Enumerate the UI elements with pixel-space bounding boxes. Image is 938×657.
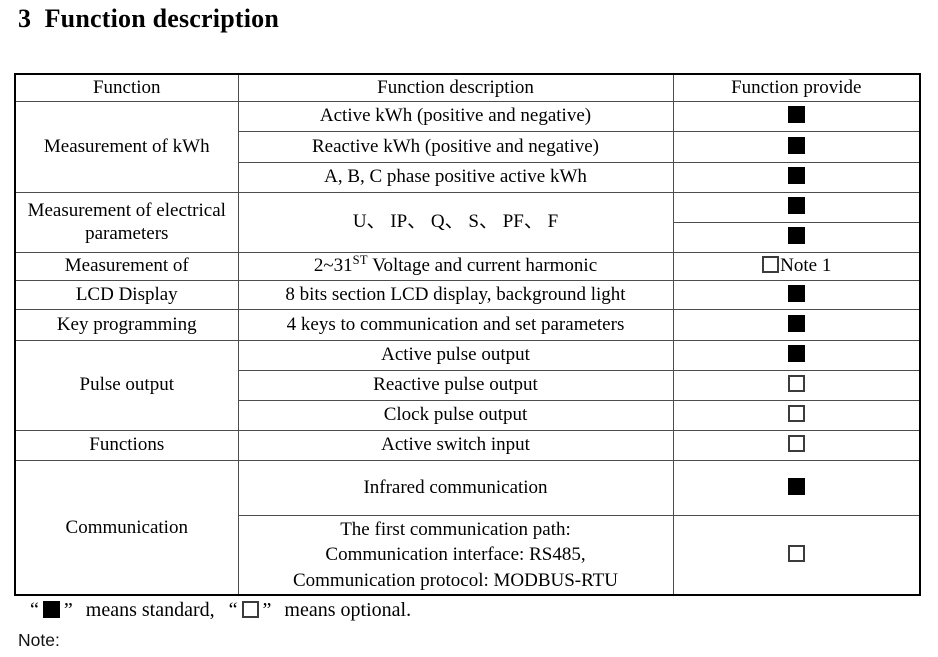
table-row: Clock pulse output — [15, 399, 921, 431]
table-row: Measurement of kWh Active kWh (positive … — [14, 100, 921, 193]
table-row: Reactive kWh (positive and negative) — [15, 130, 921, 163]
description-line: Communication protocol: MODBUS-RTU — [292, 569, 618, 591]
provide-cell — [672, 279, 921, 310]
provide-mark-icon — [787, 227, 805, 245]
provide-mark-icon — [787, 197, 805, 215]
provide-cell — [672, 514, 921, 596]
table-row: A, B, C phase positive active kWh — [15, 161, 921, 193]
provide-cell — [672, 339, 921, 371]
description-cell: 2~31ST Voltage and current harmonic — [237, 251, 674, 281]
provide-mark-icon — [787, 435, 805, 453]
description-cell: Reactive kWh (positive and negative) — [237, 130, 674, 163]
provide-mark-icon — [787, 106, 805, 124]
provide-cell — [672, 459, 921, 516]
table-row: Functions Active switch input — [14, 429, 921, 461]
function-cell: LCD Display — [14, 279, 239, 310]
table-row: Reactive pulse output — [15, 369, 921, 401]
table-row: The first communication path: Communicat… — [15, 514, 921, 596]
open-quote: “ — [228, 599, 238, 621]
function-cell: Pulse output — [14, 339, 239, 431]
description-cell: Active switch input — [237, 429, 674, 461]
description-cell: Reactive pulse output — [237, 369, 674, 401]
provide-cell — [672, 161, 921, 193]
description-text: Voltage and current harmonic — [367, 255, 598, 277]
provide-cell — [672, 429, 921, 461]
note-label: Note: — [18, 630, 60, 650]
table-row: LCD Display 8 bits section LCD display, … — [14, 279, 921, 310]
table-row: Pulse output Active pulse output — [14, 339, 921, 431]
description-cell: Active pulse output — [237, 339, 674, 371]
column-header-provide: Function provide — [672, 73, 921, 102]
provide-mark-icon — [787, 136, 805, 154]
superscript-text: ST — [352, 253, 368, 268]
provide-cell — [672, 369, 921, 401]
function-cell: Measurement of — [14, 251, 239, 281]
provide-cell — [672, 130, 921, 163]
provide-cell — [672, 191, 921, 223]
empty-square-icon — [241, 601, 259, 618]
provide-mark-icon — [762, 256, 780, 274]
provide-cell — [672, 308, 921, 341]
close-quote: ” — [63, 599, 73, 621]
table-row: Communication Infrared communication — [14, 459, 921, 596]
column-header-function: Function — [14, 73, 239, 102]
provide-mark-icon — [787, 545, 805, 563]
provide-cell — [672, 221, 921, 253]
description-cell: Active kWh (positive and negative) — [237, 100, 674, 132]
description-cell: 8 bits section LCD display, background l… — [237, 279, 674, 310]
function-cell: Measurement of kWh — [14, 100, 239, 193]
close-quote: ” — [262, 599, 272, 621]
description-cell: A, B, C phase positive active kWh — [237, 161, 674, 193]
description-line: The first communication path: — [340, 519, 571, 541]
function-cell: Functions — [14, 429, 239, 461]
legend-optional-text: means optional. — [284, 599, 412, 621]
function-cell: Measurement of electrical parameters — [14, 191, 239, 253]
table-row — [15, 221, 921, 253]
provide-cell — [672, 100, 921, 132]
provide-mark-icon — [787, 375, 805, 393]
description-cell: The first communication path: Communicat… — [237, 514, 674, 596]
legend: “ ” means standard, “ ” means optional. — [30, 599, 411, 622]
provide-mark-icon — [787, 405, 805, 423]
legend-standard-text: means standard, — [85, 599, 215, 621]
column-header-description: Function description — [237, 73, 674, 102]
description-cell: 4 keys to communication and set paramete… — [237, 308, 674, 341]
table-row: Measurement of 2~31ST Voltage and curren… — [14, 251, 921, 281]
provide-cell — [672, 399, 921, 431]
open-quote: “ — [30, 599, 39, 621]
function-cell: Key programming — [14, 308, 239, 341]
provide-mark-icon — [787, 167, 805, 185]
table-header-row: Function Function description Function p… — [14, 73, 921, 102]
description-text: 2~31 — [313, 255, 353, 277]
description-cell: Clock pulse output — [237, 399, 674, 431]
table-row: Key programming 4 keys to communication … — [14, 308, 921, 341]
description-line: Communication interface: RS485, — [325, 544, 586, 566]
page-title: 3 Function description — [18, 4, 280, 33]
function-cell: Communication — [14, 459, 239, 596]
function-table: Function Function description Function p… — [14, 73, 921, 597]
provide-cell: Note 1 — [672, 251, 921, 281]
provide-mark-icon — [787, 477, 805, 495]
provide-mark-icon — [787, 314, 805, 332]
table-row: Measurement of electrical parameters U、 … — [14, 191, 921, 253]
provide-note: Note 1 — [780, 255, 832, 277]
filled-square-icon — [42, 601, 60, 618]
description-cell: U、 IP、 Q、 S、 PF、 F — [237, 191, 674, 253]
provide-mark-icon — [787, 345, 805, 363]
provide-mark-icon — [787, 284, 805, 302]
description-cell: Infrared communication — [237, 459, 674, 516]
